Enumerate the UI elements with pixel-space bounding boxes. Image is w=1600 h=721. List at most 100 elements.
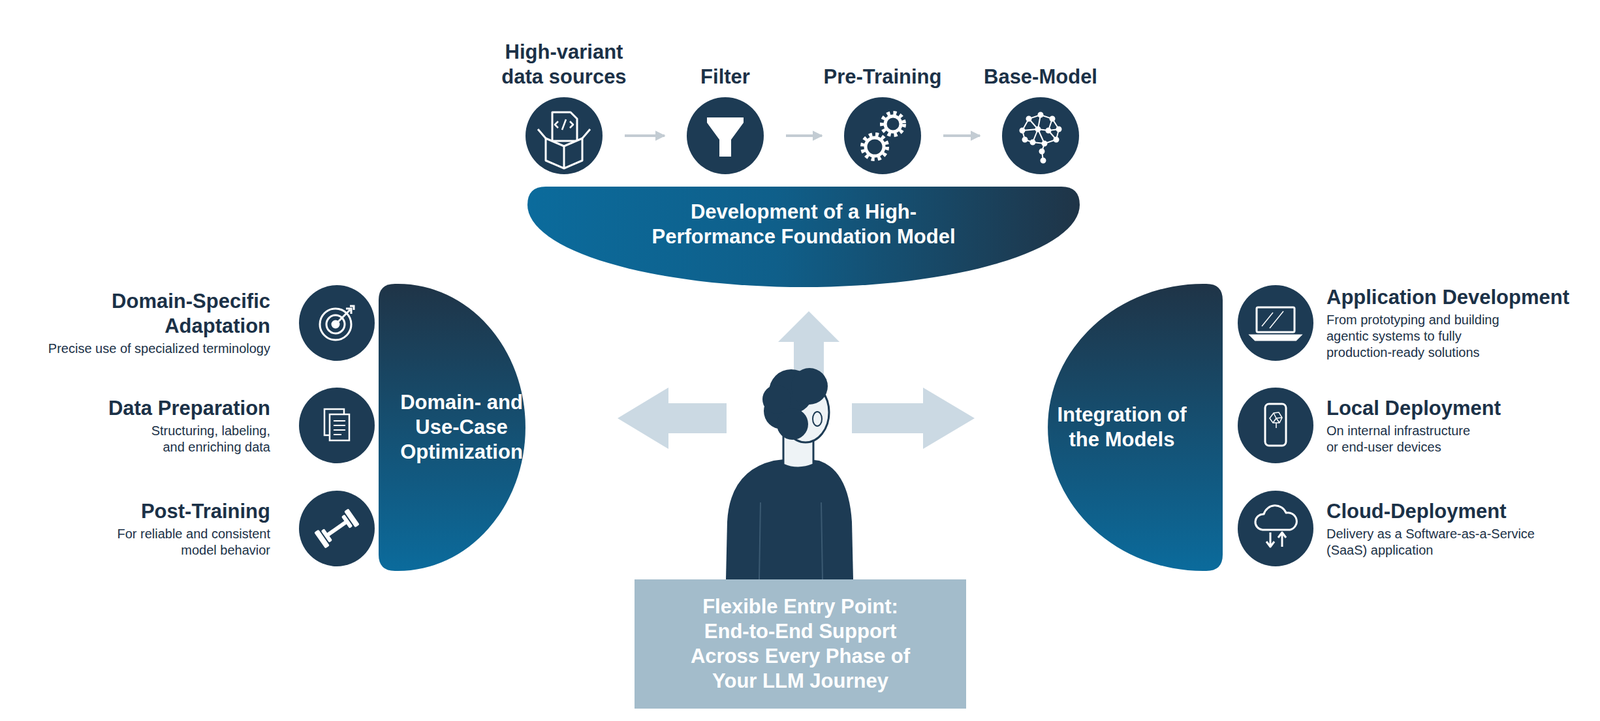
laptop-base (1250, 335, 1301, 341)
network-dot (1042, 141, 1048, 147)
dumbbell-plate (344, 508, 360, 528)
label-group: Cloud-DeploymentDelivery as a Software-a… (1326, 499, 1600, 559)
gear-teeth (862, 134, 888, 160)
box-shape (545, 138, 583, 169)
step-title: Post-Training (74, 499, 271, 525)
network-dot (1022, 137, 1028, 143)
upload-arrow (1278, 532, 1287, 548)
dumbbell-plate (313, 529, 330, 549)
person-neck (783, 430, 814, 469)
step-circle: High-variant data sources (525, 97, 603, 175)
phase-band: Domain- and Use-Case Optimization (378, 283, 526, 572)
network-dot (1041, 158, 1046, 164)
band-label: Integration of the Models (1051, 402, 1193, 453)
step-title: Data Preparation (74, 396, 271, 422)
target-ring (319, 308, 352, 341)
person-hair (776, 408, 809, 440)
entry-box: Flexible Entry Point: End-to-End Support… (634, 579, 967, 709)
phone-icon (1265, 404, 1287, 446)
step-title: Filter (650, 64, 801, 90)
direction-arrows (617, 311, 975, 450)
step-circle: Application DevelopmentFrom prototyping … (1237, 285, 1314, 361)
band-title: Development of a High-Performance Founda… (646, 199, 961, 250)
network-dot (1039, 149, 1045, 155)
target-icon (319, 306, 354, 341)
left-arrow (617, 387, 727, 450)
target-center (332, 321, 339, 328)
gear-ring (865, 137, 884, 157)
person-hair (768, 369, 814, 414)
box-label: Flexible Entry Point: End-to-End Support… (685, 594, 916, 694)
screen-glare (1261, 311, 1284, 329)
step-title: Domain-Specific Adaptation (74, 289, 271, 339)
page-shape (552, 112, 578, 142)
documents-icon (324, 409, 350, 441)
step-description: Delivery as a Software-as-a-Service (Saa… (1326, 526, 1549, 559)
label-group: Application DevelopmentFrom prototyping … (1326, 285, 1600, 361)
step-title: Local Deployment (1326, 396, 1600, 422)
network-dot (1026, 116, 1032, 122)
up-arrow (778, 311, 840, 379)
network-dot (1020, 128, 1025, 134)
network-dot (1035, 127, 1041, 132)
download-arrow (1266, 532, 1275, 548)
step-circle: Pre-Training (844, 97, 922, 175)
band-shape (1047, 283, 1223, 572)
dumbbell-plate (341, 514, 354, 529)
person-face (782, 382, 830, 443)
band-title: Domain- and Use-Case Optimization (392, 390, 531, 465)
target-ring (326, 315, 345, 334)
step-description: On internal infrastructure or end-user d… (1326, 423, 1478, 456)
band-outline (1047, 283, 1223, 572)
dumbbell-plate (321, 528, 333, 543)
target-dart (335, 306, 354, 325)
person-hair (791, 368, 828, 405)
network-dot (1030, 140, 1036, 145)
phone-brain (1269, 412, 1283, 429)
step-description: From prototyping and building agentic sy… (1326, 312, 1510, 361)
step-title: Pre-Training (797, 64, 968, 90)
laptop-icon (1250, 307, 1301, 341)
data-box-icon (537, 112, 591, 169)
cloud-icon (1255, 505, 1297, 548)
gear-ring (885, 116, 901, 132)
brain-network-icon (1020, 112, 1062, 164)
step-description: For reliable and consistent model behavi… (114, 526, 271, 559)
network-dot (1056, 127, 1062, 132)
flow-arrow (624, 134, 665, 138)
flow-arrow (785, 134, 822, 138)
label-group: Local DeploymentOn internal infrastructu… (1326, 396, 1600, 456)
gear-teeth (881, 112, 905, 136)
step-circle: Domain-Specific AdaptationPrecise use of… (298, 285, 375, 361)
step-description: Precise use of specialized terminology (0, 340, 271, 358)
step-circle: Base-Model (1002, 97, 1080, 175)
dumbbell-icon (313, 508, 360, 549)
step-circle: Data PreparationStructuring, labeling, a… (298, 387, 375, 464)
label-group: High-variant data sources (488, 39, 640, 90)
band-label: Development of a High-Performance Founda… (646, 199, 961, 250)
label-group: Base-Model (955, 64, 1126, 90)
filter-icon (706, 117, 744, 157)
page-shape (324, 409, 345, 436)
step-title: Base-Model (955, 64, 1126, 90)
funnel-shape (706, 117, 744, 157)
page-lines (333, 421, 346, 435)
phase-band: Development of a High-Performance Founda… (527, 186, 1080, 288)
band-title: Integration of the Models (1051, 402, 1193, 453)
phase-band: Integration of the Models (1047, 283, 1223, 572)
box-flaps (537, 129, 591, 169)
page-shape (329, 414, 350, 441)
label-group: Pre-Training (797, 64, 968, 90)
dumbbell-bar (325, 519, 349, 538)
flow-arrow (943, 134, 980, 138)
step-circle: Filter (686, 97, 764, 175)
step-circle: Cloud-DeploymentDelivery as a Software-a… (1237, 490, 1314, 567)
step-title: High-variant data sources (488, 39, 640, 90)
label-group: Post-TrainingFor reliable and consistent… (74, 499, 271, 559)
shirt-seam (759, 502, 823, 580)
gears-icon (862, 112, 905, 160)
person-body (725, 458, 854, 580)
code-mark (554, 119, 574, 130)
